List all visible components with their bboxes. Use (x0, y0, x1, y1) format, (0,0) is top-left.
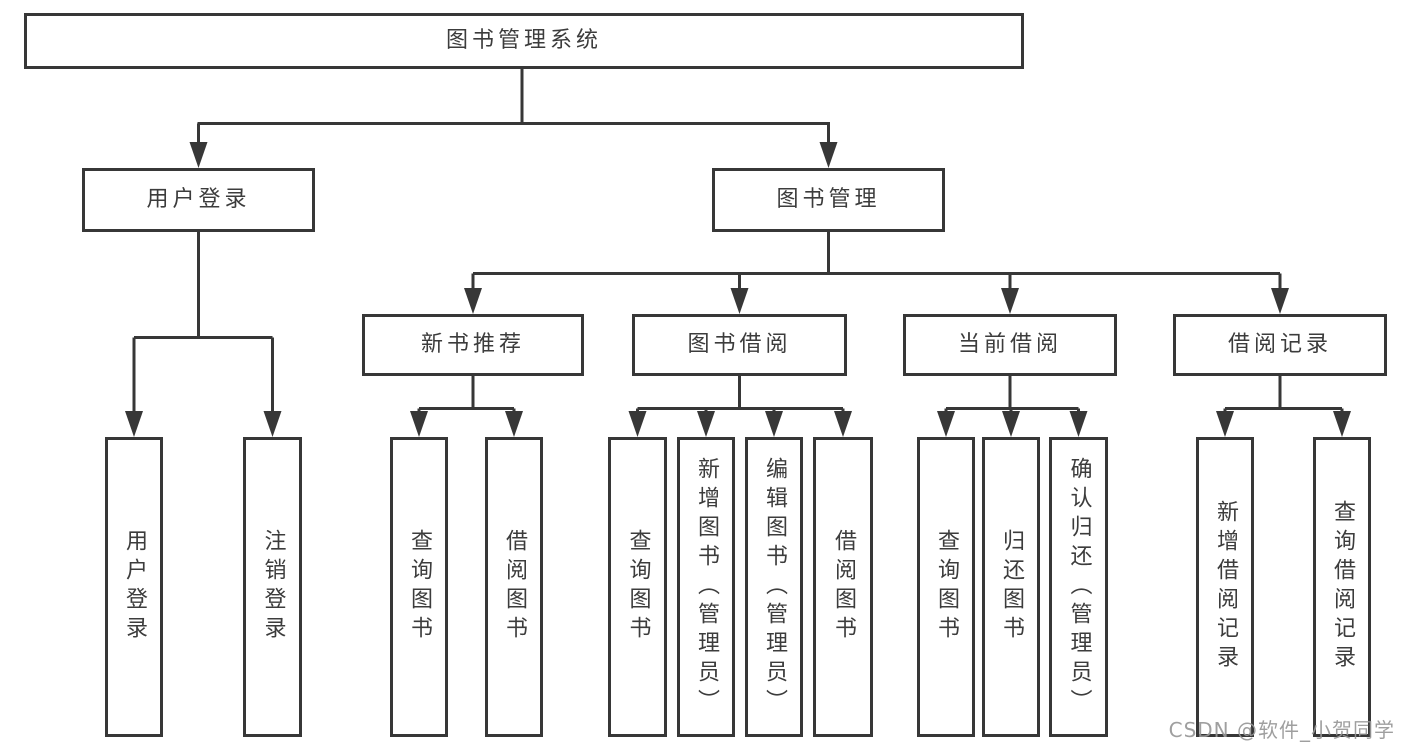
arrowhead-icon (628, 411, 647, 437)
arrowhead-icon (834, 411, 852, 437)
node-label: 借阅记录 (1227, 332, 1332, 357)
leaf-query-book-current: 查询图书 (917, 437, 975, 737)
arrowhead-icon (730, 288, 749, 314)
node-label: 图书管理系统 (445, 28, 602, 53)
arrowhead-icon (1216, 411, 1234, 437)
leaf-query-book-recommend: 查询图书 (390, 437, 448, 737)
node-label: 确认归还（管理员） (1066, 456, 1092, 718)
node-label: 新增借阅记录 (1213, 500, 1238, 674)
node-label: 用户登录 (146, 187, 251, 212)
arrowhead-icon (819, 142, 838, 168)
arrowhead-icon (1001, 288, 1019, 314)
connector-book-mgmt (471, 232, 1282, 288)
leaf-borrow-book-recommend: 借阅图书 (485, 437, 543, 737)
node-label: 新书推荐 (420, 332, 525, 357)
leaf-query-borrow-record: 查询借阅记录 (1313, 437, 1371, 737)
leaf-add-book-admin: 新增图书（管理员） (677, 437, 735, 737)
node-label: 用户登录 (122, 529, 147, 645)
connector-book-borrowing (636, 376, 845, 412)
leaf-confirm-return-admin: 确认归还（管理员） (1049, 437, 1108, 737)
node-label: 新增图书（管理员） (694, 456, 719, 718)
node-label: 借阅图书 (831, 529, 856, 645)
leaf-add-borrow-record: 新增借阅记录 (1196, 437, 1254, 737)
leaf-borrow-book-borrowing: 借阅图书 (813, 437, 873, 737)
arrowhead-icon (505, 411, 523, 437)
leaf-user-login: 用户登录 (105, 437, 163, 737)
node-label: 归还图书 (999, 529, 1024, 645)
node-user-login: 用户登录 (82, 168, 315, 232)
arrowhead-icon (1333, 411, 1351, 437)
node-label: 查询图书 (407, 529, 432, 645)
node-root: 图书管理系统 (24, 13, 1024, 69)
arrowhead-icon (697, 411, 715, 437)
arrowhead-icon (189, 142, 208, 168)
arrowhead-icon (125, 411, 143, 437)
arrowhead-icon (1271, 288, 1289, 314)
node-label: 查询借阅记录 (1330, 500, 1355, 674)
node-book-borrowing: 图书借阅 (632, 314, 847, 376)
leaf-query-book-borrowing: 查询图书 (608, 437, 667, 737)
node-label: 图书管理 (776, 187, 881, 212)
node-label: 当前借阅 (957, 332, 1062, 357)
arrowhead-icon (937, 411, 955, 437)
node-book-management: 图书管理 (712, 168, 945, 232)
connector-borrowing-records (1223, 376, 1344, 412)
leaf-logout-login: 注销登录 (243, 437, 302, 737)
watermark: CSDN @软件_小贺同学 (1168, 718, 1395, 742)
node-label: 图书借阅 (687, 332, 792, 357)
arrowhead-icon (464, 288, 482, 314)
node-label: 编辑图书（管理员） (762, 456, 787, 718)
leaf-return-book: 归还图书 (982, 437, 1040, 737)
arrowhead-icon (765, 411, 783, 437)
node-label: 查询图书 (625, 529, 651, 645)
leaf-edit-book-admin: 编辑图书（管理员） (745, 437, 803, 737)
arrowhead-icon (410, 411, 428, 437)
connector-new-book-rec (417, 376, 516, 412)
connector-root (197, 69, 830, 144)
connector-user-login (132, 232, 274, 411)
node-current-borrowing: 当前借阅 (903, 314, 1117, 376)
arrowhead-icon (1002, 411, 1020, 437)
node-label: 查询图书 (934, 529, 959, 645)
node-new-book-recommend: 新书推荐 (362, 314, 584, 376)
arrowhead-icon (263, 411, 282, 437)
arrowhead-icon (1069, 411, 1088, 437)
connector-current-borrowing (944, 376, 1080, 412)
node-label: 注销登录 (260, 529, 286, 645)
node-label: 借阅图书 (502, 529, 527, 645)
node-borrowing-records: 借阅记录 (1173, 314, 1387, 376)
